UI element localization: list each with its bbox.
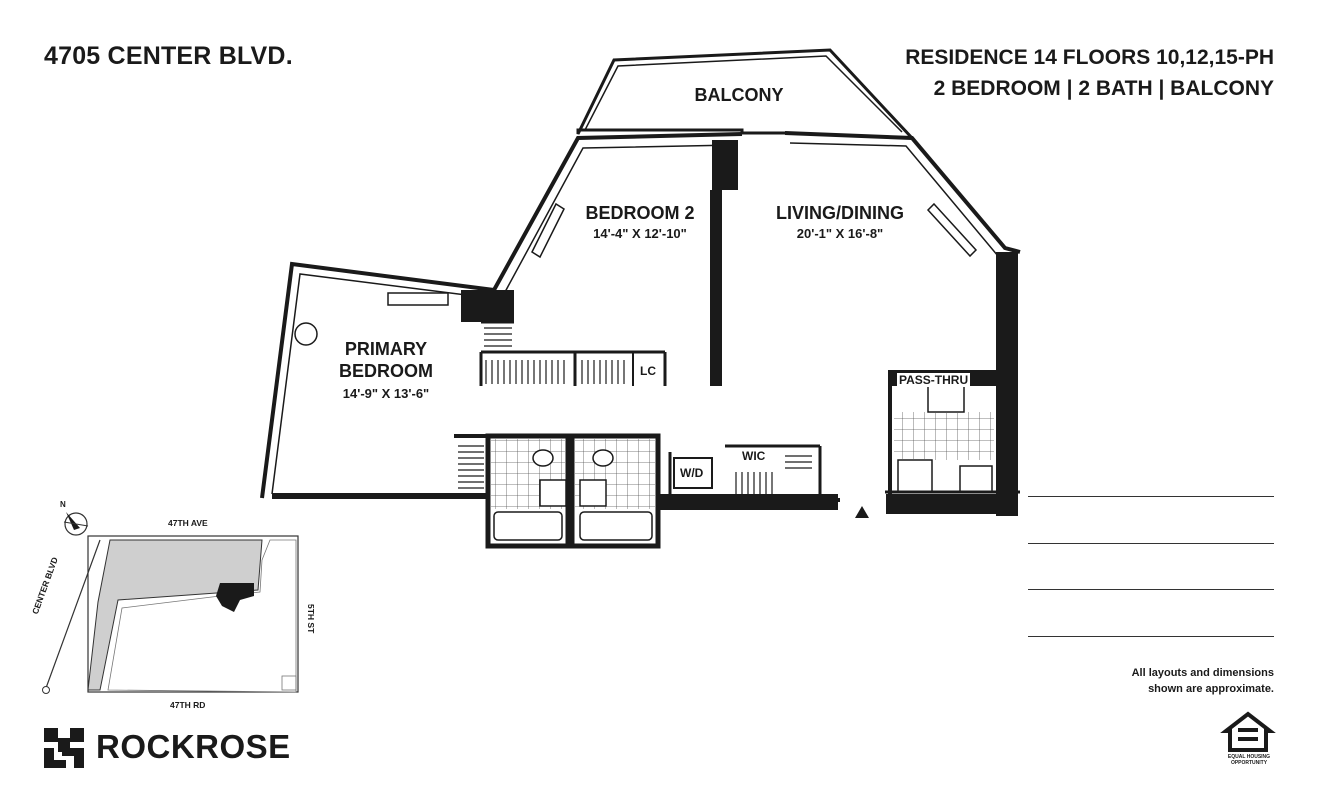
map-label-east: 5TH ST (306, 604, 316, 634)
note-line-4 (1028, 636, 1274, 637)
bedroom2-dims: 14'-4" X 12'-10" (593, 226, 687, 241)
column-marker (294, 322, 318, 346)
window-bedroom2 (531, 202, 565, 259)
structural-column (461, 290, 514, 322)
vanity-1 (539, 479, 567, 507)
residence-type: 2 BEDROOM | 2 BATH | BALCONY (933, 77, 1274, 100)
compass-north-label: N (60, 500, 66, 509)
balcony-inner-rail (584, 55, 903, 133)
entry-arrow (855, 506, 869, 518)
note-line-1 (1028, 496, 1274, 497)
primary-dims: 14'-9" X 13'-6" (342, 386, 430, 401)
note-line-2 (1028, 543, 1274, 544)
disclaimer: All layouts and dimensions shown are app… (1132, 665, 1274, 697)
washer-dryer (673, 457, 713, 489)
map-label-south: 47TH RD (170, 700, 206, 710)
residence-info: RESIDENCE 14 FLOORS 10,12,15-PH 2 BEDROO… (905, 42, 1274, 104)
living-name: LIVING/DINING (775, 203, 904, 223)
eho-line1: EQUAL HOUSING (1227, 754, 1271, 760)
map-label-north: 47TH AVE (168, 518, 208, 528)
pass-thru-label: PASS-THRU (897, 373, 971, 387)
toilet-2 (592, 449, 614, 467)
cooktop (959, 465, 993, 493)
toilet-1 (532, 449, 554, 467)
primary-name: PRIMARY BEDROOM (320, 338, 452, 382)
living-dims: 20'-1" X 16'-8" (796, 226, 884, 241)
exterior-wall-bedroom2 (492, 132, 743, 291)
eho-caption: EQUAL HOUSING OPPORTUNITY (1218, 754, 1280, 766)
eho-line2: OPPORTUNITY (1230, 760, 1268, 766)
vanity-2 (579, 479, 607, 507)
building-address: 4705 CENTER BLVD. (44, 42, 293, 70)
bedroom2-name: BEDROOM 2 (585, 203, 695, 223)
window-primary (387, 292, 449, 306)
primary-name-line1: PRIMARY (344, 339, 428, 359)
exterior-wall-living (784, 131, 1021, 254)
bathtub-2 (579, 511, 653, 541)
rockrose-logo-mark (44, 728, 84, 768)
bathtub-1 (493, 511, 563, 541)
wic-label: WIC (742, 449, 766, 463)
lc-label: LC (640, 364, 656, 378)
residence-floors: RESIDENCE 14 FLOORS 10,12,15-PH (905, 46, 1274, 69)
window-living (926, 202, 978, 258)
equal-housing-icon (1220, 711, 1276, 752)
kitchen-sink (927, 385, 965, 413)
wd-label: W/D (680, 466, 704, 480)
balcony-label: BALCONY (694, 85, 784, 105)
exterior-wall-bedroom2-inner (504, 144, 736, 293)
disclaimer-line2: shown are approximate. (1148, 683, 1274, 695)
exterior-wall-primary (260, 261, 495, 499)
exterior-wall-primary-inner (271, 273, 491, 495)
primary-name-line2: BEDROOM (339, 361, 433, 381)
brand: ROCKROSE (96, 728, 291, 766)
site-map (42, 512, 299, 694)
brand-name: ROCKROSE (96, 728, 291, 765)
exterior-wall-living-inner (789, 142, 999, 257)
disclaimer-line1: All layouts and dimensions (1131, 667, 1274, 679)
kitchen-tile (894, 412, 994, 460)
note-line-3 (1028, 589, 1274, 590)
